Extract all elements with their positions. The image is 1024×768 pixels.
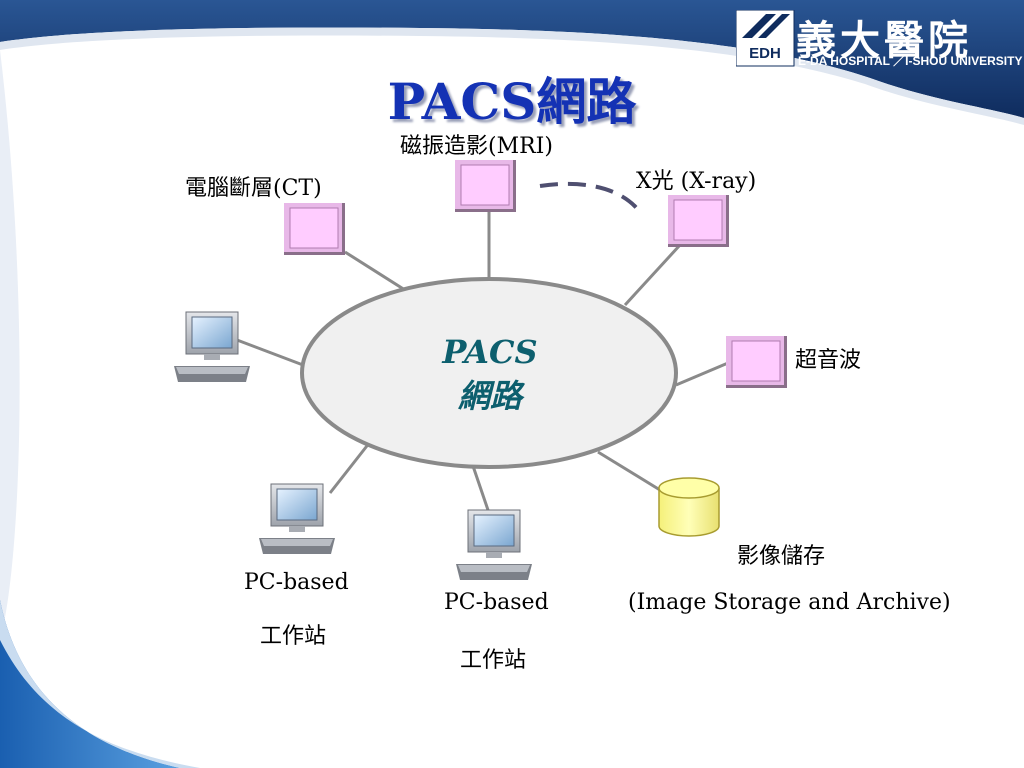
slide-title: PACS網路	[387, 72, 637, 131]
pacs-center-line2: 網路	[457, 377, 522, 415]
pc-workstation-icon-top-left	[174, 311, 250, 382]
ultrasound-label: 超音波	[795, 348, 862, 373]
pacs-network-ellipse	[300, 277, 678, 469]
logo-english-name: E-DA HOSPITAL ／I-SHOU UNIVERSITY	[798, 54, 1023, 68]
mri-label: 磁振造影(MRI)	[400, 134, 553, 159]
storage-label-cn: 影像儲存	[737, 544, 826, 569]
xray-label: X光 (X-ray)	[636, 169, 757, 194]
mri-device-icon	[455, 160, 516, 212]
pc-workstation-icon-left	[259, 483, 335, 554]
storage-label-en: (Image Storage and Archive)	[628, 590, 951, 615]
pc-workstation-icon-center	[456, 509, 532, 580]
pacs-center-label: PACS 網路	[400, 330, 580, 418]
link-xray	[623, 243, 682, 307]
ct-device-icon	[284, 203, 345, 255]
pacs-center-line1: PACS	[442, 333, 538, 371]
ct-label: 電腦斷層(CT)	[185, 176, 322, 201]
dashed-link-mri-xray	[539, 181, 642, 214]
edh-logo-mark-icon: EDH	[736, 10, 795, 67]
storage-database-icon	[658, 477, 720, 537]
link-storage	[597, 450, 661, 492]
link-ultrasound	[675, 361, 729, 387]
pc-left-label-cn: 工作站	[260, 624, 327, 649]
link-pc-left	[328, 441, 372, 494]
link-pc-top-left	[236, 338, 304, 367]
pc-center-label-cn: 工作站	[460, 648, 527, 673]
logo-mark-letters: EDH	[749, 45, 781, 62]
link-ct	[344, 250, 406, 292]
pc-center-label-en: PC-based	[444, 590, 549, 615]
ultrasound-device-icon	[726, 336, 787, 388]
pc-left-label-en: PC-based	[244, 570, 349, 595]
xray-device-icon	[668, 195, 729, 247]
logo-chinese-name: 義大醫院	[796, 17, 972, 64]
link-pc-center	[471, 465, 490, 511]
